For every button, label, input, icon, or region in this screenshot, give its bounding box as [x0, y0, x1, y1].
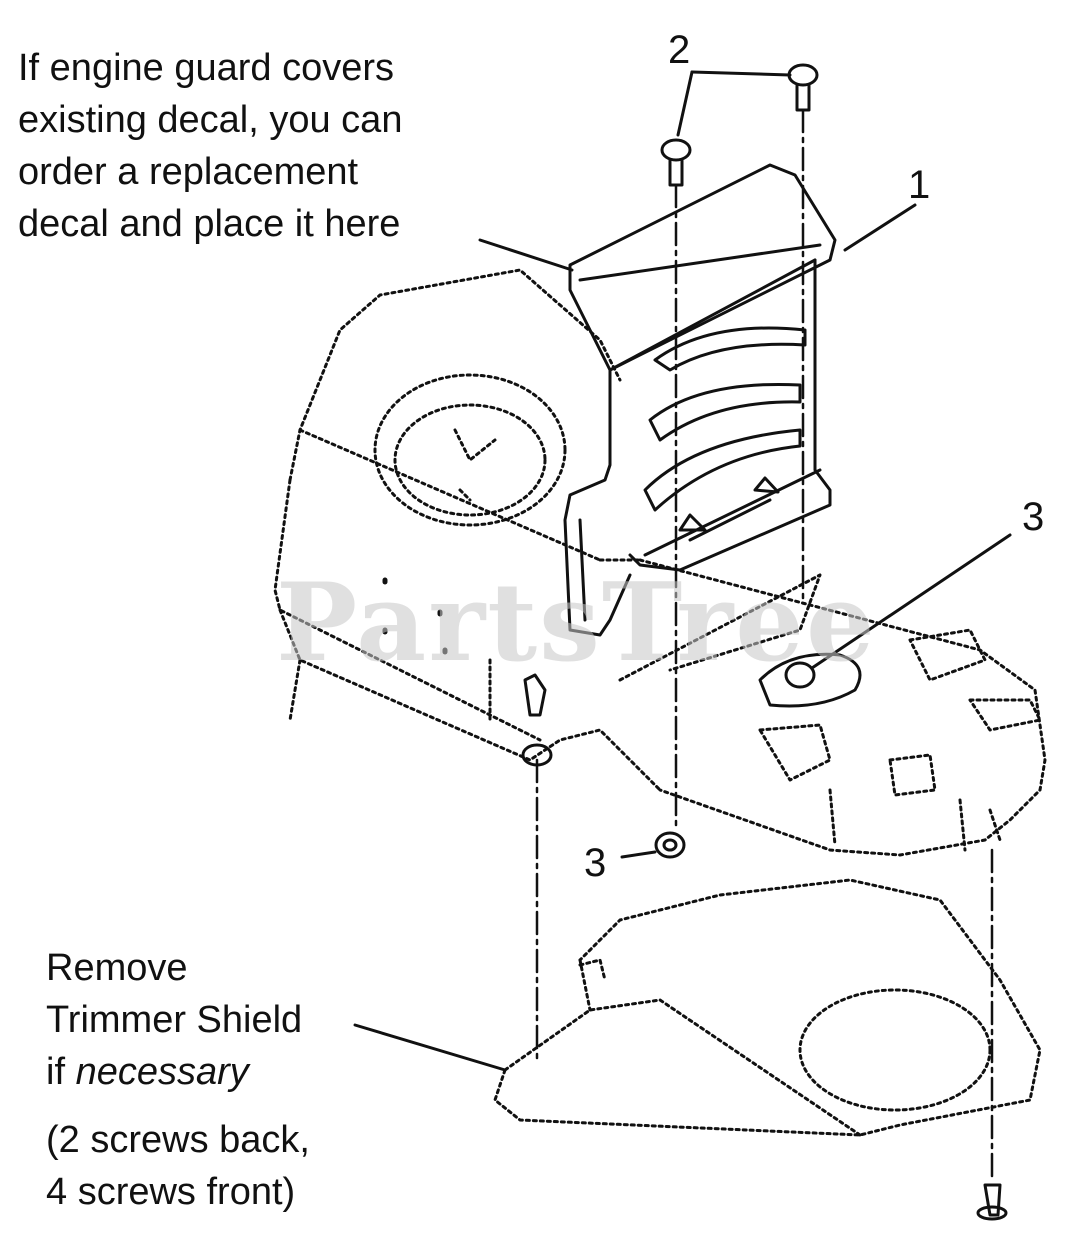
bottom-screw [976, 1183, 1008, 1221]
decal-note-line: order a replacement [18, 151, 359, 193]
screws [660, 63, 819, 187]
leader-lines [353, 70, 1012, 1072]
part-number-3-left: 3 [584, 841, 607, 885]
engine-guard [563, 163, 837, 637]
axis-lines [535, 108, 994, 1182]
remove-note-line: Trimmer Shield [46, 999, 303, 1041]
screws-note-line: (2 screws back, [46, 1119, 310, 1161]
deck-holes [382, 577, 448, 655]
decal-note-line: If engine guard covers [18, 47, 395, 89]
nut-right [758, 652, 862, 708]
engine-deck [273, 268, 1047, 857]
part-number-1: 1 [908, 163, 931, 207]
part-number-2: 2 [668, 28, 691, 72]
trimmer-shield [493, 878, 1042, 1137]
nut-lower [654, 831, 686, 859]
decal-note-line: decal and place it here [18, 203, 401, 245]
remove-note-line: Remove [46, 947, 188, 989]
screws-note-line: 4 screws front) [46, 1171, 296, 1213]
watermark: PartsTree [276, 560, 877, 686]
remove-note-line: if necessary [46, 1046, 249, 1098]
remove-note-italic: necessary [75, 1051, 249, 1093]
side-bolt [521, 673, 553, 767]
decal-note-line: existing decal, you can [18, 99, 403, 141]
remove-note-prefix: if [46, 1051, 76, 1093]
part-number-3-right: 3 [1022, 495, 1045, 539]
